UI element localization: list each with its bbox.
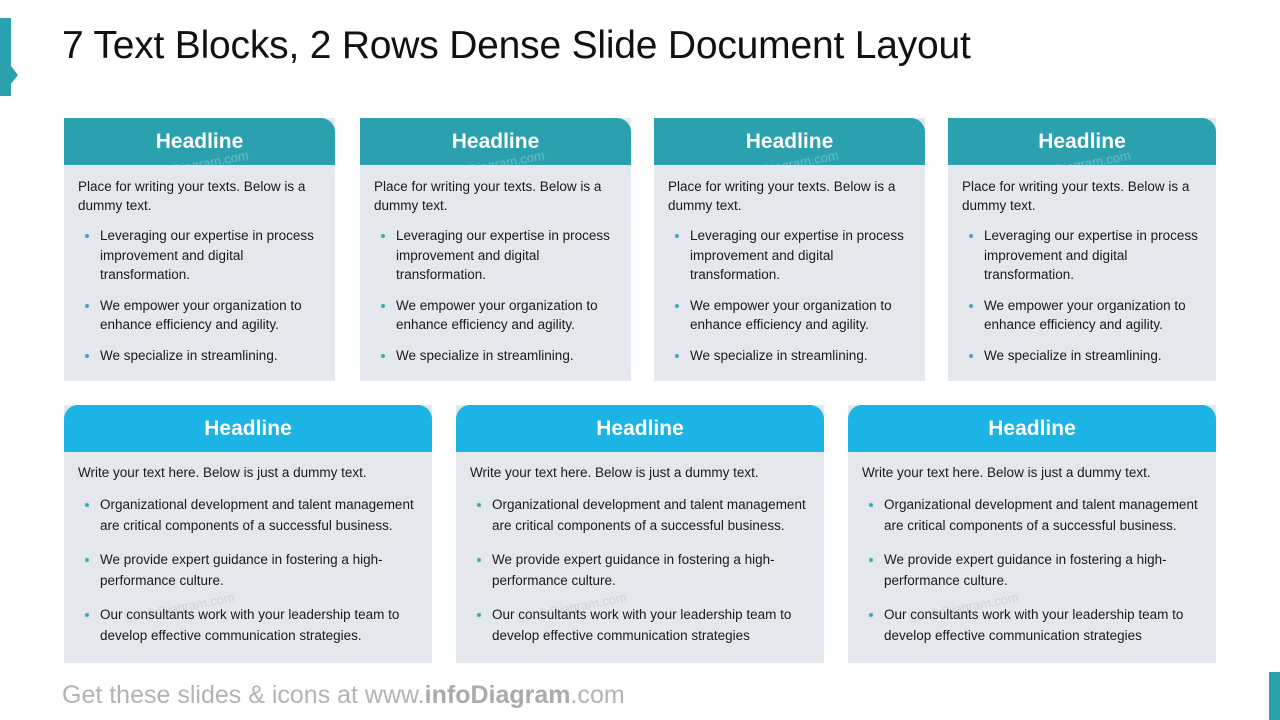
bullet-list: Organizational development and talent ma…: [862, 494, 1202, 646]
bullet-list: Leveraging our expertise in process impr…: [668, 226, 911, 365]
card-intro-text: Place for writing your texts. Below is a…: [962, 179, 1190, 213]
text-block-card-5[interactable]: Headline Write your text here. Below is …: [64, 405, 432, 663]
list-item: We empower your organization to enhance …: [374, 296, 617, 335]
list-item: We provide expert guidance in fostering …: [862, 549, 1202, 591]
text-block-card-2[interactable]: Headline © infoDiagram.com Place for wri…: [360, 118, 631, 381]
card-header: Headline © infoDiagram.com: [360, 118, 631, 165]
list-item: Leveraging our expertise in process impr…: [962, 226, 1202, 285]
list-item: We specialize in streamlining.: [374, 346, 617, 366]
list-item: Our consultants work with your leadershi…: [470, 604, 810, 646]
card-intro-text: Write your text here. Below is just a du…: [78, 465, 367, 480]
card-headline: Headline: [451, 130, 540, 153]
card-header: Headline © infoDiagram.com: [654, 118, 925, 165]
list-item: We empower your organization to enhance …: [962, 296, 1202, 335]
title-accent-bar: [0, 18, 18, 96]
title-accent-arrow-icon: [11, 66, 18, 84]
list-item: We provide expert guidance in fostering …: [470, 549, 810, 591]
footer-prefix: Get these slides & icons at www.: [62, 681, 425, 709]
list-item: We empower your organization to enhance …: [668, 296, 911, 335]
card-header: Headline © infoDiagram.com: [948, 118, 1216, 165]
text-block-card-3[interactable]: Headline © infoDiagram.com Place for wri…: [654, 118, 925, 381]
list-item: Leveraging our expertise in process impr…: [78, 226, 321, 285]
list-item: We specialize in streamlining.: [78, 346, 321, 366]
card-header: Headline: [456, 405, 824, 452]
footer-promo-text: Get these slides & icons at www.infoDiag…: [62, 681, 625, 710]
text-block-card-6[interactable]: Headline Write your text here. Below is …: [456, 405, 824, 663]
card-body: Write your text here. Below is just a du…: [456, 452, 824, 663]
bullet-list: Leveraging our expertise in process impr…: [78, 226, 321, 365]
text-block-card-4[interactable]: Headline © infoDiagram.com Place for wri…: [948, 118, 1216, 381]
card-headline: Headline: [1038, 130, 1126, 153]
card-headline: Headline: [745, 130, 834, 153]
card-header: Headline: [64, 405, 432, 452]
card-body: Place for writing your texts. Below is a…: [64, 165, 335, 381]
bullet-list: Organizational development and talent ma…: [78, 494, 418, 646]
list-item: We provide expert guidance in fostering …: [78, 549, 418, 591]
footer-accent-bar: [1269, 672, 1280, 720]
list-item: Organizational development and talent ma…: [862, 494, 1202, 536]
card-intro-text: Write your text here. Below is just a du…: [862, 465, 1151, 480]
footer-brand: infoDiagram: [424, 681, 571, 709]
card-intro-text: Place for writing your texts. Below is a…: [668, 179, 896, 213]
list-item: Organizational development and talent ma…: [78, 494, 418, 536]
text-block-card-7[interactable]: Headline Write your text here. Below is …: [848, 405, 1216, 663]
card-headline: Headline: [988, 417, 1076, 440]
card-body: Place for writing your texts. Below is a…: [948, 165, 1216, 381]
list-item: Our consultants work with your leadershi…: [862, 604, 1202, 646]
list-item: Our consultants work with your leadershi…: [78, 604, 418, 646]
card-body: Write your text here. Below is just a du…: [64, 452, 432, 663]
bullet-list: Leveraging our expertise in process impr…: [374, 226, 617, 365]
text-block-card-1[interactable]: Headline © infoDiagram.com Place for wri…: [64, 118, 335, 381]
card-intro-text: Write your text here. Below is just a du…: [470, 465, 759, 480]
bullet-list: Organizational development and talent ma…: [470, 494, 810, 646]
list-item: Leveraging our expertise in process impr…: [374, 226, 617, 285]
card-body: Place for writing your texts. Below is a…: [360, 165, 631, 381]
card-body: Place for writing your texts. Below is a…: [654, 165, 925, 381]
card-headline: Headline: [155, 130, 244, 153]
list-item: We empower your organization to enhance …: [78, 296, 321, 335]
card-header: Headline: [848, 405, 1216, 452]
footer-suffix: .com: [570, 681, 625, 709]
card-header: Headline © infoDiagram.com: [64, 118, 335, 165]
list-item: Organizational development and talent ma…: [470, 494, 810, 536]
bullet-list: Leveraging our expertise in process impr…: [962, 226, 1202, 365]
card-intro-text: Place for writing your texts. Below is a…: [374, 179, 602, 213]
card-body: Write your text here. Below is just a du…: [848, 452, 1216, 663]
card-headline: Headline: [204, 417, 292, 440]
card-headline: Headline: [596, 417, 684, 440]
card-intro-text: Place for writing your texts. Below is a…: [78, 179, 306, 213]
list-item: We specialize in streamlining.: [668, 346, 911, 366]
list-item: Leveraging our expertise in process impr…: [668, 226, 911, 285]
page-title: 7 Text Blocks, 2 Rows Dense Slide Docume…: [62, 24, 971, 67]
list-item: We specialize in streamlining.: [962, 346, 1202, 366]
